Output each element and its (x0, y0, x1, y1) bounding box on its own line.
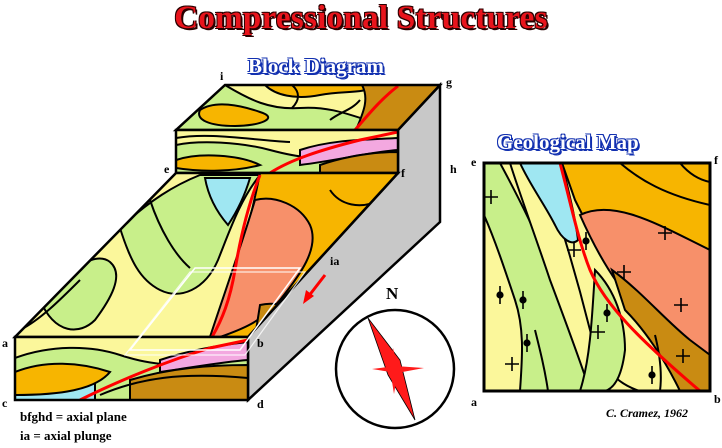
map-corner-label-f: f (714, 153, 718, 167)
upper-top-face (176, 85, 440, 130)
corner-label-h: h (450, 162, 457, 176)
axial-plane-outline (128, 267, 302, 351)
map-corner-label-e: e (471, 155, 477, 169)
slope-top-face (15, 173, 398, 337)
axial-plunge-label: ia (330, 254, 340, 268)
corner-label-c: c (2, 396, 8, 410)
map-corner-label-a: a (471, 395, 477, 409)
compass-north-label: N (386, 284, 399, 303)
main-title: Compressional Structures (174, 0, 548, 36)
upper-front-face (176, 130, 398, 173)
map-corner-label-b: b (714, 392, 721, 406)
corner-label-f: f (401, 166, 405, 180)
geological-map-title: Geological Map (497, 130, 639, 154)
credit-text: C. Cramez, 1962 (606, 406, 689, 420)
corner-label-g: g (446, 75, 452, 89)
axial-plunge-arrow (303, 274, 327, 304)
map-symbols-horizontal-beds (484, 190, 690, 371)
corner-label-e: e (164, 162, 170, 176)
corner-label-a: a (2, 336, 8, 350)
map-symbols-vertical-beds (496, 232, 656, 384)
corner-label-b: b (257, 336, 264, 350)
legend-axial-plane: bfghd = axial plane (20, 409, 127, 424)
legend-axial-plunge: ia = axial plunge (20, 428, 112, 443)
block-diagram-title: Block Diagram (248, 54, 384, 78)
corner-label-i: i (220, 69, 224, 83)
corner-label-d: d (257, 397, 264, 411)
